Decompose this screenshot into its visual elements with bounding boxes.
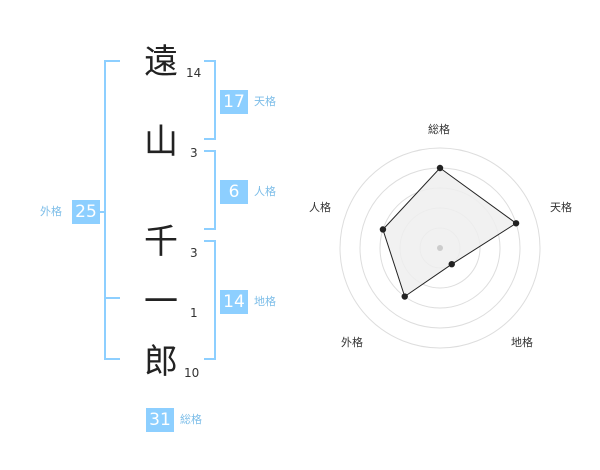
radar-label-chikaku: 地格 [511,336,533,349]
radar-point-4 [401,293,408,300]
radar-label-gaikaku: 外格 [341,336,363,349]
radar-label-soukaku: 総格 [428,123,450,136]
stroke-count-1: 14 [186,66,202,80]
radar-point-2 [512,220,520,227]
jinkaku-label: 人格 [254,185,276,198]
name-char-3: 千 [144,222,178,262]
radar-center-dot [437,245,443,251]
jinkaku-badge: 6 [220,180,248,204]
name-char-5: 郎 [144,342,178,382]
gaikaku-label: 外格 [40,205,62,218]
name-char-1: 遠 [144,42,178,82]
radar-label-tenkaku: 天格 [550,201,572,214]
gaikaku-connector [98,211,106,213]
soukaku-badge: 31 [146,408,174,432]
name-char-2: 山 [144,122,178,162]
chikaku-label: 地格 [254,295,276,308]
stroke-count-2: 3 [190,146,198,160]
radar-label-jinkaku: 人格 [309,201,331,214]
chikaku-badge: 14 [220,290,248,314]
soukaku-label: 総格 [180,413,202,426]
radar-point-3 [448,260,455,268]
tenkaku-bracket [204,60,216,140]
tenkaku-label: 天格 [254,95,276,108]
chikaku-bracket [204,240,216,360]
radar-point-1 [436,164,444,172]
jinkaku-bracket [204,150,216,230]
radar-shape [382,167,517,298]
gaikaku-badge: 25 [72,200,100,224]
gaikaku-divider [104,297,120,299]
stroke-count-5: 10 [184,366,200,380]
stroke-count-4: 1 [190,306,198,320]
gaikaku-bracket [104,60,120,360]
radar-ring-5 [339,147,541,349]
radar-point-5 [379,226,387,233]
name-char-4: 一 [144,282,178,322]
stroke-count-3: 3 [190,246,198,260]
tenkaku-badge: 17 [220,90,248,114]
